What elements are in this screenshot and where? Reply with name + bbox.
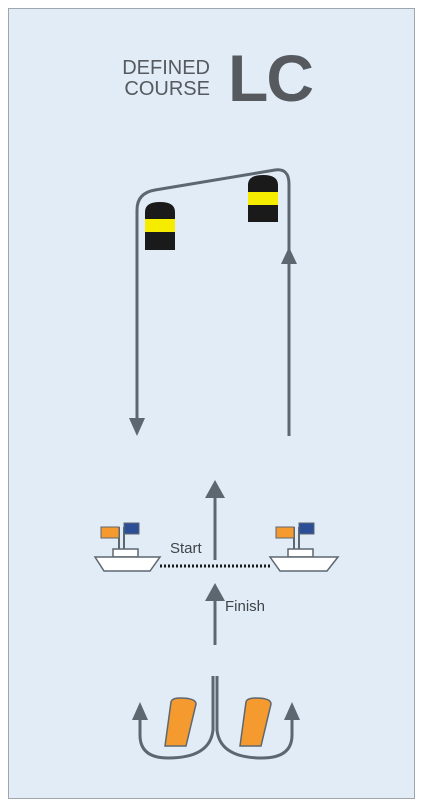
offset-mark-buoy-icon [248, 175, 278, 222]
flag-blue-icon [123, 522, 140, 535]
flag-orange-icon [275, 526, 295, 539]
title-line-1: DEFINED [122, 57, 210, 79]
arrow-up-icon [281, 247, 297, 264]
title-line-2: COURSE [124, 78, 210, 100]
gate-arrow-right-icon [284, 702, 300, 720]
finish-label: Finish [225, 598, 266, 615]
flag-blue-icon [298, 522, 315, 535]
course-panel [8, 8, 415, 799]
flag-orange-icon [100, 526, 120, 539]
pin-boat-icon [93, 522, 162, 572]
finish-arrow-icon [205, 583, 225, 645]
windward-mark-buoy-icon [145, 202, 175, 250]
start-label: Start [170, 540, 202, 557]
gate-path [138, 676, 294, 760]
orange-gate-buoy-right-icon [239, 697, 272, 747]
orange-gate-buoy-left-icon [164, 697, 197, 747]
course-path [135, 168, 291, 436]
committee-boat-icon [268, 522, 340, 572]
arrow-down-icon [129, 418, 145, 436]
gate-arrow-left-icon [132, 702, 148, 720]
course-code: LC [228, 41, 314, 115]
course-arrow-icon [205, 480, 225, 560]
